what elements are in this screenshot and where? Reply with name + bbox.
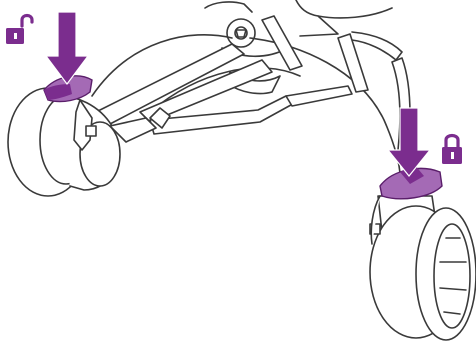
arrow-down-icon: [386, 107, 432, 177]
left-wheel: [7, 87, 171, 197]
padlock-closed-icon: [442, 133, 462, 164]
left-brake-pedal: [43, 75, 93, 103]
arrow-down-icon: [44, 11, 90, 85]
padlock-open-icon: [6, 13, 34, 44]
right-wheel: [369, 195, 476, 341]
